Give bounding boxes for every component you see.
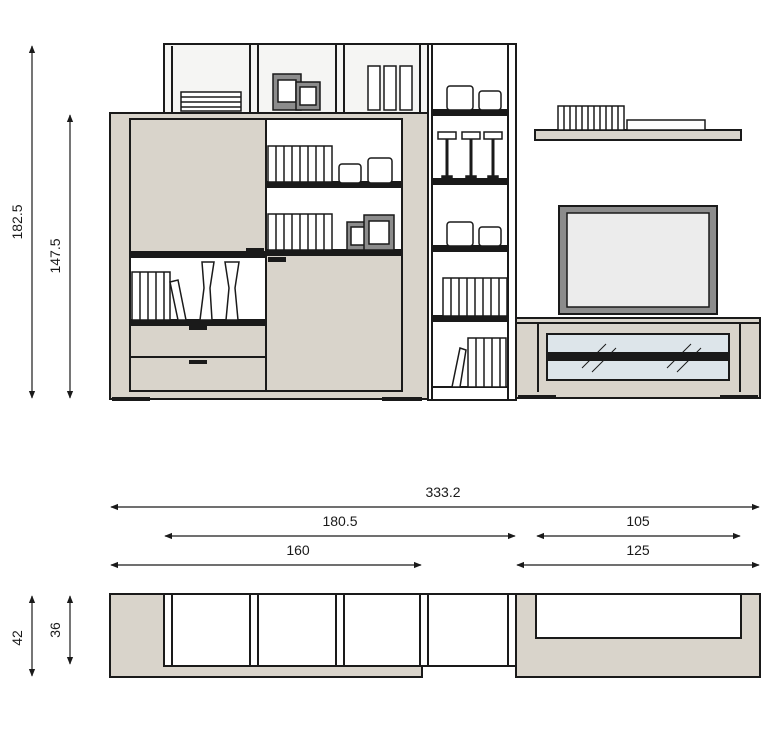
book-icon [267, 213, 333, 251]
book-icon [131, 271, 187, 321]
tv-lowboard [515, 317, 761, 399]
picture-frame-icon [272, 73, 321, 111]
dim-depth-upper: 36 [47, 622, 63, 638]
front-elevation [109, 43, 761, 401]
dim-total-width: 333.2 [425, 484, 460, 500]
book-icon [451, 337, 507, 388]
book-icon [442, 277, 508, 317]
dim-cabinet-height: 147.5 [47, 238, 63, 273]
book-icon [367, 65, 413, 111]
dim-depth-base: 42 [9, 630, 25, 646]
decor-items [131, 65, 706, 388]
cup-icon [446, 221, 502, 247]
vase-icon [199, 261, 240, 321]
dimension-labels: 182.5 147.5 333.2 180.5 105 160 125 42 3… [9, 204, 650, 646]
wall-shelf [534, 129, 742, 141]
picture-frame-icon [346, 214, 395, 251]
tv-icon [558, 205, 718, 329]
dim-shelf-width: 105 [626, 513, 650, 529]
dim-tv-unit-width: 125 [626, 542, 650, 558]
dim-upper-width: 180.5 [322, 513, 357, 529]
dim-base-left-width: 160 [286, 542, 310, 558]
cup-icon [446, 85, 502, 111]
cup-icon [338, 157, 393, 184]
book-icon [557, 105, 625, 131]
book-icon [180, 91, 242, 112]
plan-view [109, 593, 761, 678]
dimension-lines [28, 45, 760, 677]
glass-icon [437, 131, 503, 180]
dim-total-height: 182.5 [9, 204, 25, 239]
tray-icon [626, 119, 706, 131]
book-icon [267, 145, 333, 183]
